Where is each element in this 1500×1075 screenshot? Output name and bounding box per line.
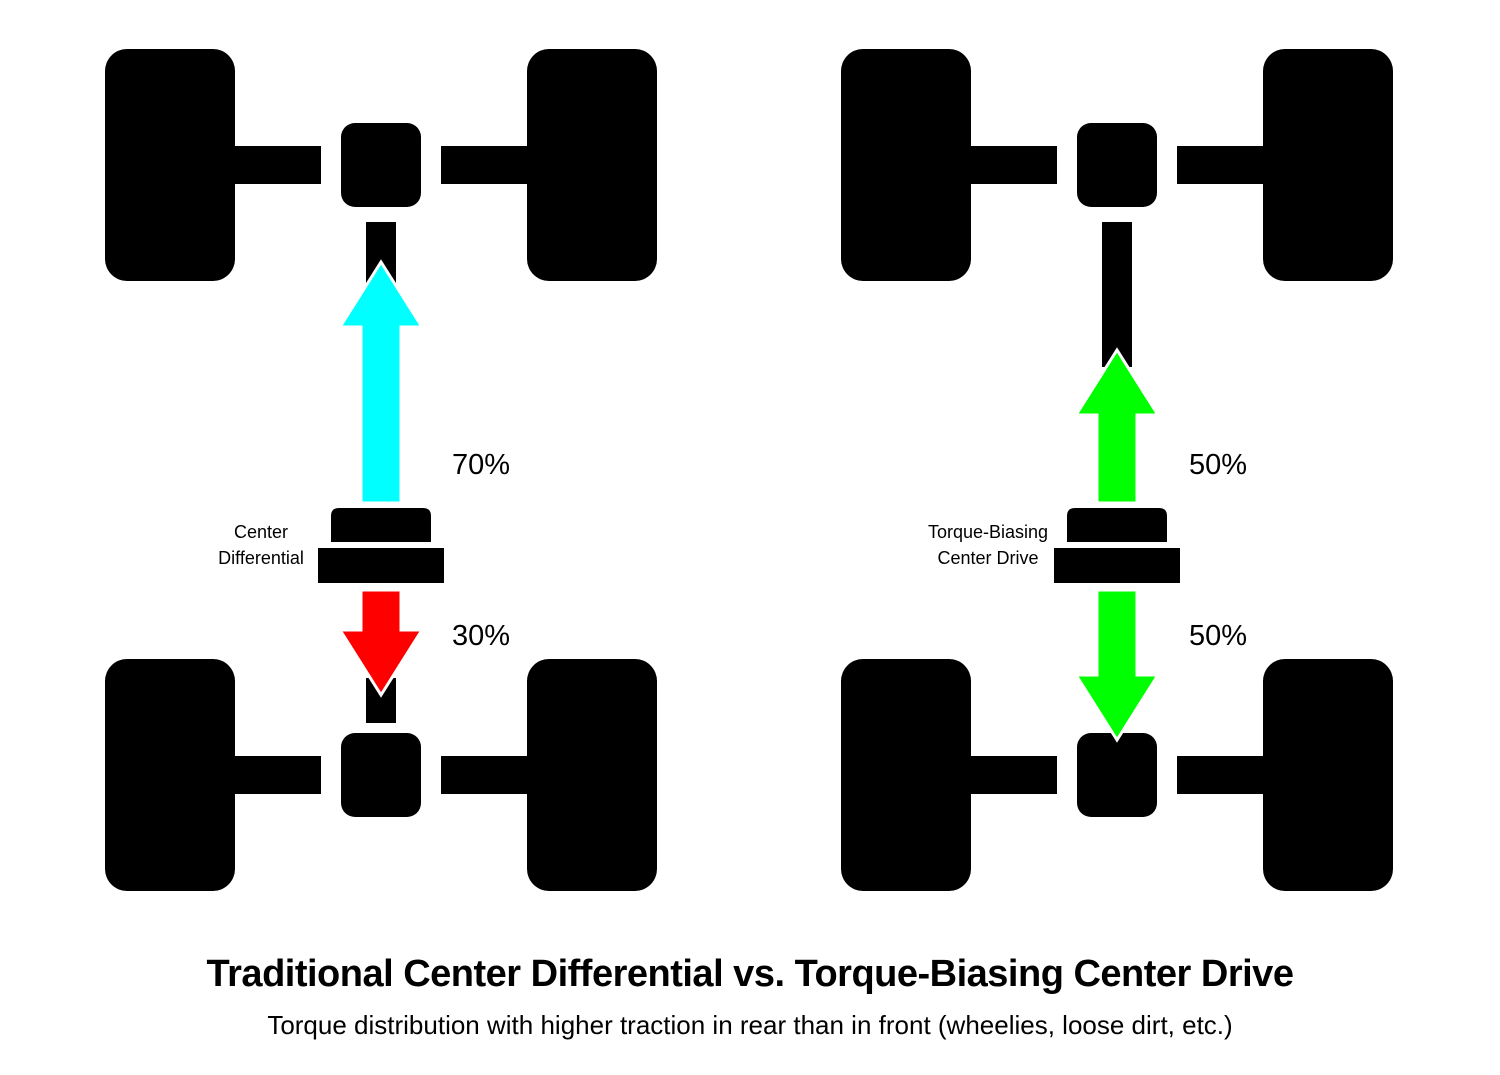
torque-biasing-center-drive-label: Torque-Biasing Center Drive (928, 519, 1048, 571)
left-front-axle-right-halfshaft (441, 146, 527, 184)
right-rear-axle-right-wheel (1263, 659, 1393, 891)
right-front-axle-right-wheel (1263, 49, 1393, 281)
left-front-axle-right-wheel (527, 49, 657, 281)
left-rear-axle-right-wheel (527, 659, 657, 891)
right-rear-axle-left-halfshaft (971, 756, 1057, 794)
torque-biasing-label-line2: Center Drive (937, 548, 1039, 568)
center-differential-label-line2: Differential (218, 548, 304, 568)
torque-biasing-label-line1: Torque-Biasing (927, 522, 1049, 542)
left-rear-torque-label: 30% (452, 620, 511, 652)
right-rear-axle-left-wheel (841, 659, 971, 891)
left-rear-axle-left-halfshaft (235, 756, 321, 794)
left-front-torque-label: 70% (452, 449, 511, 481)
right-rear-torque-arrow (1073, 588, 1161, 743)
right-rear-axle-differential (1077, 733, 1157, 817)
left-rear-axle-right-halfshaft (441, 756, 527, 794)
right-front-axle-left-halfshaft (971, 146, 1057, 184)
left-front-axle-left-halfshaft (235, 146, 321, 184)
diagram-subtitle: Torque distribution with higher traction… (267, 1010, 1233, 1040)
right-rear-axle-right-halfshaft (1177, 756, 1263, 794)
right-rear-torque-label: 50% (1189, 620, 1248, 652)
right-front-axle-right-halfshaft (1177, 146, 1263, 184)
left-center-unit-base (318, 548, 444, 583)
center-differential-label: Center Differential (218, 519, 304, 571)
left-center-unit-top (331, 508, 431, 542)
left-rear-torque-arrow (337, 588, 425, 698)
right-front-axle-differential (1077, 123, 1157, 207)
right-front-driveshaft (1102, 222, 1132, 367)
right-front-torque-label: 50% (1189, 449, 1248, 481)
left-rear-axle-differential (341, 733, 421, 817)
right-center-unit-base (1054, 548, 1180, 583)
left-front-axle-left-wheel (105, 49, 235, 281)
right-front-torque-arrow (1073, 347, 1161, 505)
right-front-axle-left-wheel (841, 49, 971, 281)
diagram-title: Traditional Center Differential vs. Torq… (206, 953, 1294, 995)
left-front-axle-differential (341, 123, 421, 207)
right-center-unit-top (1067, 508, 1167, 542)
left-front-torque-arrow (337, 259, 425, 505)
left-rear-axle-left-wheel (105, 659, 235, 891)
center-differential-label-line1: Center (233, 522, 289, 542)
